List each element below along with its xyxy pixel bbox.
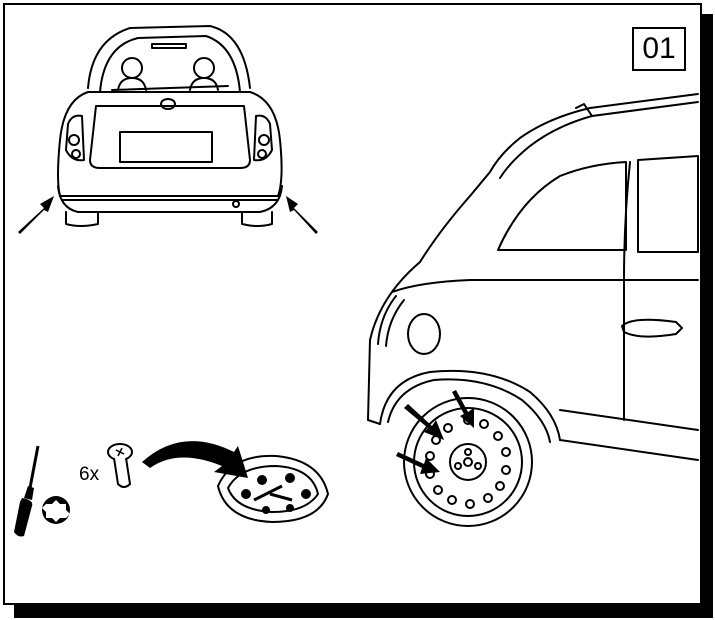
quantity-label: 6x bbox=[79, 465, 99, 484]
torx-bit-icon bbox=[42, 496, 70, 524]
step-number-box: 01 bbox=[632, 27, 686, 71]
frame-border bbox=[4, 4, 701, 604]
step-number: 01 bbox=[642, 34, 675, 64]
